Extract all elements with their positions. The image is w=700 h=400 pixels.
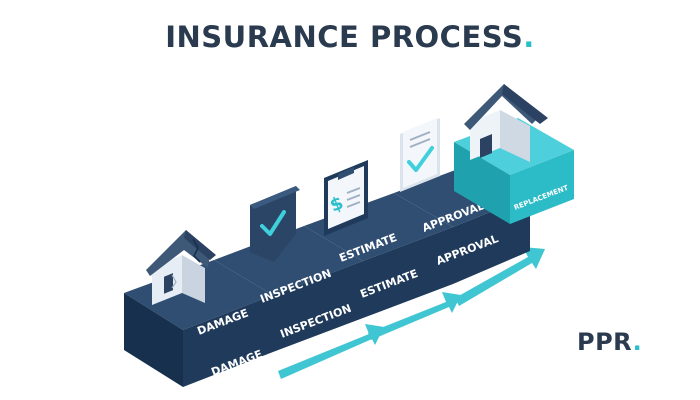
- logo-dot: .: [632, 328, 643, 356]
- block-front: [273, 261, 363, 352]
- house-icon: [464, 84, 548, 162]
- page-title: INSURANCE PROCESS.: [0, 20, 700, 54]
- flow-arrow-2: [368, 292, 461, 340]
- checkmark-badge-icon: [250, 186, 300, 262]
- block-top: [304, 193, 453, 261]
- flow-arrows: [278, 247, 545, 379]
- ppr-logo: PPR.: [577, 328, 642, 356]
- block-side: [454, 142, 510, 224]
- flow-arrow-1: [278, 324, 384, 379]
- step-block-replacement: REPLACEMENT: [454, 84, 574, 224]
- step-block-inspection: INSPECTION INSPECTION: [214, 186, 363, 352]
- flow-arrow-3: [455, 247, 545, 306]
- approved-document-icon: [400, 118, 440, 192]
- step-block-estimate: ESTIMATE ESTIMATE $: [304, 160, 453, 318]
- block-side: [124, 293, 183, 387]
- cracked-house-icon: [146, 230, 216, 305]
- logo-text: PPR: [577, 328, 633, 356]
- title-dot: .: [523, 20, 535, 54]
- block-front: [510, 150, 574, 224]
- block-front: [183, 295, 273, 387]
- title-text: INSURANCE PROCESS: [165, 20, 524, 54]
- block-front: [363, 227, 453, 318]
- clipboard-dollar-icon: $: [324, 160, 368, 236]
- block-top: [214, 226, 363, 295]
